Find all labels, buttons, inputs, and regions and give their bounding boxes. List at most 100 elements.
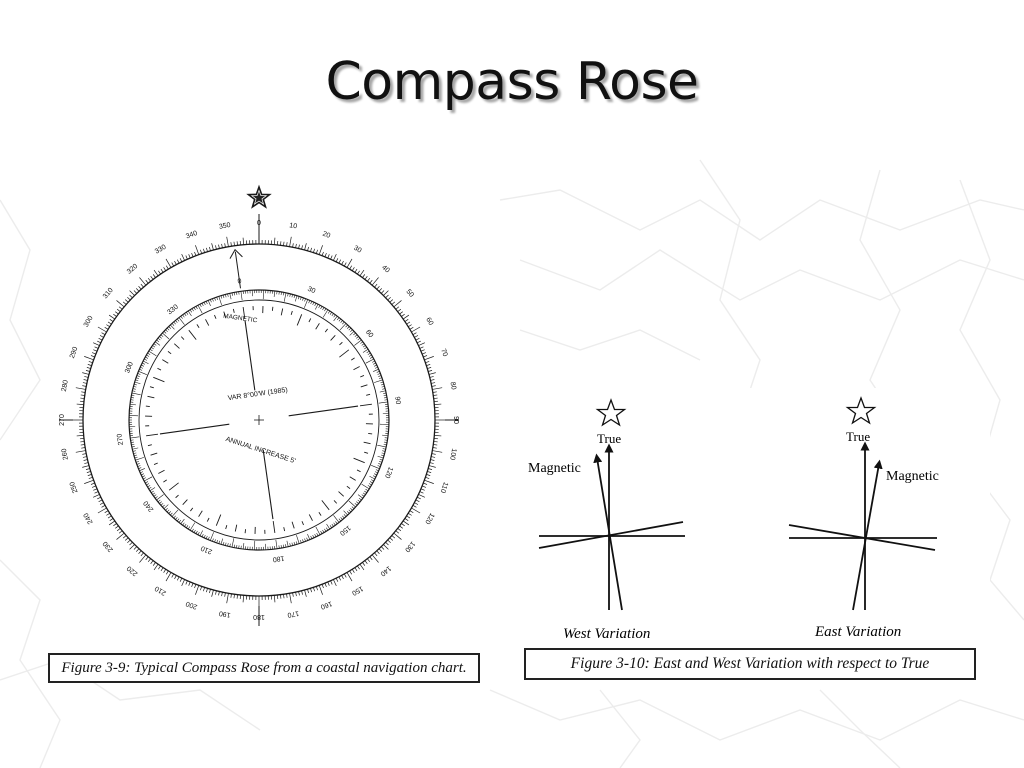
inner-ring-tick (381, 452, 385, 454)
slide-title: Compass Rose (325, 52, 699, 112)
inner-ring-tick (350, 329, 353, 332)
inner-point-tick (272, 520, 276, 533)
inner-ring-tick (369, 476, 375, 480)
outer-ring-tick (84, 479, 94, 484)
inner-ring-tick (304, 538, 306, 542)
outer-ring-tick (109, 518, 114, 521)
inner-ring-tick (220, 538, 224, 545)
outer-ring-tick (75, 387, 86, 390)
outer-ring-tick (374, 552, 378, 557)
outer-ring-tick (233, 241, 235, 246)
outer-ring-tick (194, 251, 197, 256)
outer-ring-tick (420, 349, 425, 352)
inner-ring-tick (347, 511, 350, 514)
variation-figure: True Magnetic West Variation True Magnet… (515, 388, 990, 650)
inner-ring-tick (142, 475, 145, 478)
west-true-label: True (597, 431, 621, 446)
inner-ring-tick (131, 394, 135, 397)
inner-ring-tick (135, 377, 140, 379)
inner-ring-tick (384, 441, 388, 443)
inner-ring-tick (131, 392, 141, 396)
outer-ring-tick (419, 346, 424, 349)
outer-ring-tick (165, 570, 169, 575)
inner-point-tick (157, 367, 162, 371)
outer-ring-tick (188, 254, 191, 259)
inner-point-tick (196, 324, 200, 328)
outer-ring-tick (133, 290, 137, 294)
outer-ring-label: 40 (380, 264, 391, 274)
inner-ring-tick (380, 454, 385, 457)
outer-ring-tick (209, 246, 211, 251)
outer-ring-tick (108, 314, 116, 320)
outer-ring-tick (84, 356, 94, 361)
annual-increase-label: ANNUAL INCREASE 5' (225, 436, 297, 465)
outer-ring-tick (341, 260, 344, 265)
outer-ring-tick (402, 520, 410, 526)
inner-ring-tick (296, 534, 300, 544)
outer-ring-tick (387, 296, 391, 301)
outer-ring-tick (145, 556, 149, 561)
west-variation-diagram: True Magnetic West Variation (528, 398, 685, 642)
outer-ring-tick (93, 349, 98, 352)
inner-ring-tick (273, 290, 276, 297)
outer-ring-tick (401, 313, 405, 317)
inner-ring-tick (178, 317, 185, 325)
outer-ring-tick (431, 385, 436, 387)
inner-point-tick (308, 318, 312, 323)
outer-ring-tick (113, 313, 117, 317)
inner-point-tick (167, 351, 172, 355)
inner-ring-tick (379, 458, 383, 461)
outer-ring-tick (338, 259, 342, 264)
inner-ring-tick (140, 471, 144, 474)
east-true-label: True (846, 429, 870, 444)
outer-ring-tick (176, 259, 180, 264)
inner-ring-tick (220, 295, 223, 299)
inner-point-tick (162, 359, 169, 364)
inner-ring-tick (289, 543, 291, 547)
outer-ring-tick (140, 552, 144, 557)
north-star-icon (246, 184, 272, 209)
outer-ring-tick (104, 510, 109, 514)
inner-ring-tick (357, 337, 361, 341)
inner-ring-tick (324, 308, 327, 312)
inner-ring-tick (149, 487, 156, 492)
inner-ring-tick (356, 336, 359, 339)
outer-ring-tick (409, 510, 414, 514)
outer-ring-tick (171, 262, 174, 267)
outer-ring-tick (428, 465, 436, 468)
inner-point-tick (147, 444, 152, 447)
east-variation-diagram: True Magnetic East Variation (788, 396, 939, 640)
inner-ring-tick (373, 362, 376, 365)
inner-ring-tick (193, 307, 196, 311)
inner-ring-label: 90 (393, 396, 401, 405)
inner-ring-tick (170, 512, 173, 516)
inner-ring-tick (340, 517, 343, 520)
outer-ring-tick (431, 382, 436, 384)
outer-ring-tick (152, 274, 156, 278)
inner-ring-tick (316, 533, 319, 536)
inner-ring-tick (322, 307, 325, 311)
inner-point-tick (359, 403, 372, 407)
inner-ring-tick (348, 500, 356, 508)
outer-ring-tick (315, 586, 318, 591)
outer-ring-tick (165, 258, 172, 268)
inner-point-tick (351, 357, 355, 361)
inner-ring-tick (308, 300, 311, 304)
outer-ring-tick (97, 326, 107, 333)
outer-ring-tick (401, 523, 405, 527)
inner-ring-tick (136, 463, 140, 465)
outer-ring-tick (327, 581, 330, 586)
outer-ring-tick (434, 403, 442, 406)
inner-ring-tick (366, 350, 370, 353)
outer-ring-tick (82, 382, 87, 384)
outer-ring-tick (91, 352, 96, 355)
inner-point-tick (153, 376, 165, 383)
outer-ring-tick (364, 560, 368, 564)
outer-ring-tick (321, 584, 324, 589)
outer-ring-tick (404, 319, 409, 322)
outer-ring-tick (195, 245, 200, 255)
outer-ring-tick (98, 337, 103, 341)
inner-ring-tick (205, 535, 208, 539)
outer-ring-tick (129, 542, 133, 546)
variation-caption: Figure 3-10: East and West Variation wit… (524, 648, 976, 680)
